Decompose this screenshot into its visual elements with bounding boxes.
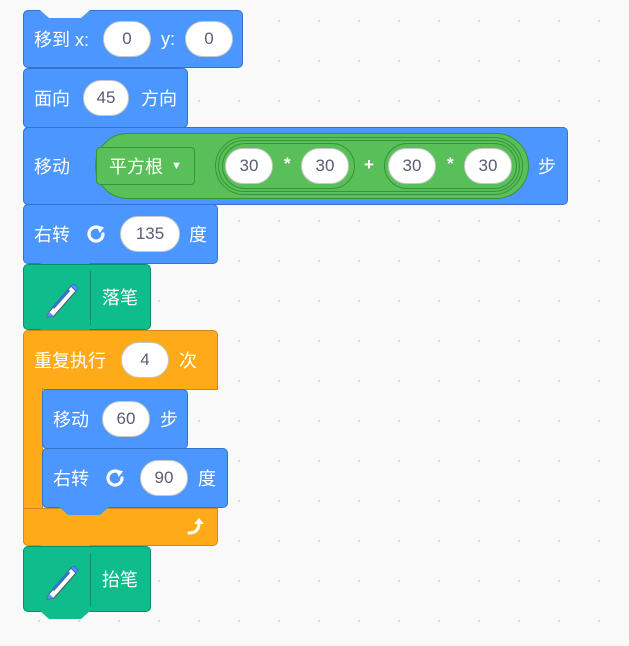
turn-right-block[interactable]: 右转 135 度 [23,204,218,271]
inner-turn-label: 右转 [53,469,89,489]
block-tab [59,507,109,515]
pen-icon [32,271,91,325]
repeat-block-arm [23,388,43,510]
point-direction-block[interactable]: 面向 45 方向 [23,68,188,128]
goto-label: 移到 x: [34,30,90,50]
repeat-label: 重复执行 [34,351,106,371]
repeat-block[interactable]: 重复执行 4 次 [23,330,218,390]
inner-turn-right-block[interactable]: 右转 90 度 [42,448,228,515]
inner-steps-label: 步 [160,410,178,430]
inner-turn-degrees-input[interactable]: 90 [140,460,188,496]
pen-icon [32,553,91,607]
multiply-right-c-input[interactable]: 30 [388,148,436,184]
loop-arrow-icon [184,515,208,544]
sqrt-function-dropdown[interactable]: 平方根 ▼ [96,147,195,185]
rotate-clockwise-icon [103,466,127,490]
inner-steps-input[interactable]: 60 [102,401,150,437]
direction-input[interactable]: 45 [83,80,129,116]
inner-move-label: 移动 [53,410,89,430]
goto-xy-block[interactable]: 移到 x: 0 y: 0 [23,10,243,68]
turn-label: 右转 [34,225,70,245]
block-tab [40,611,90,619]
multiply-right-d-input[interactable]: 30 [464,148,512,184]
rotate-clockwise-icon [84,222,108,246]
pen-down-block[interactable]: 落笔 [23,264,151,337]
block-notch [40,10,90,18]
move-label: 移动 [34,157,70,177]
function-label: 平方根 [109,157,163,177]
pen-up-label: 抬笔 [102,570,138,590]
pen-down-label: 落笔 [102,288,138,308]
direction-label: 方向 [141,89,177,109]
turn-degrees-input[interactable]: 135 [120,216,180,252]
degrees-label: 度 [189,225,207,245]
x-input[interactable]: 0 [103,21,151,57]
chevron-down-icon: ▼ [171,160,182,172]
multiply-symbol: * [447,154,454,173]
multiply-left-a-input[interactable]: 30 [225,148,273,184]
y-label: y: [161,28,176,49]
multiply-left-b-input[interactable]: 30 [301,148,349,184]
repeat-count-input[interactable]: 4 [121,342,169,378]
plus-symbol: + [364,155,374,174]
point-label: 面向 [34,89,70,109]
pen-up-block[interactable]: 抬笔 [23,546,151,619]
y-input[interactable]: 0 [185,21,233,57]
multiply-symbol: * [284,154,291,173]
inner-move-steps-block[interactable]: 移动 60 步 [42,389,188,449]
move-steps-sqrt-block[interactable]: 移动 平方根 ▼ 30 * 30 + 30 * 30 步 [23,127,568,205]
times-label: 次 [179,351,197,371]
repeat-block-footer [23,508,218,553]
steps-label: 步 [538,157,556,177]
inner-degrees-label: 度 [198,469,216,489]
